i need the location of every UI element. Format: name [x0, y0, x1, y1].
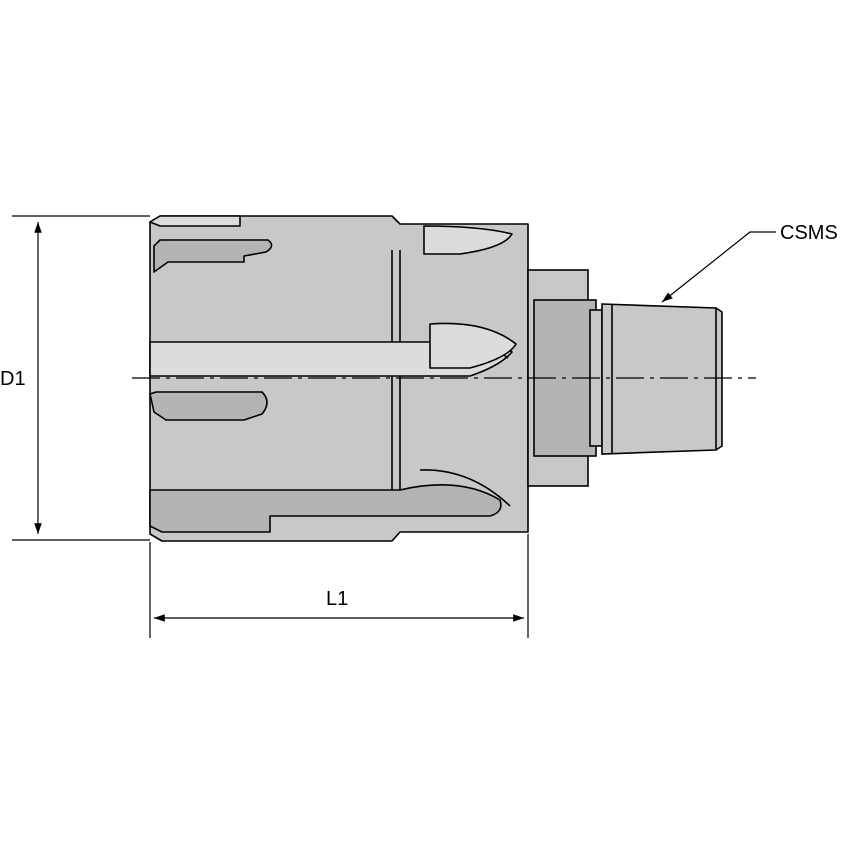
shoulder-line: [391, 250, 401, 510]
cutter-body: [149, 215, 529, 542]
shank-cone: [601, 303, 723, 455]
csms-label: CSMS: [780, 222, 838, 244]
flute-tip-upper: [423, 225, 513, 255]
d1-dimension: [12, 215, 150, 541]
csms-shank: [601, 303, 723, 455]
d1-label: D1: [0, 368, 26, 390]
flute-groove-4: [149, 484, 502, 533]
cutter-body-outline: [149, 215, 529, 542]
flute-groove-1-top-edge: [149, 215, 241, 227]
flute-groove-4-inner: [419, 469, 511, 507]
csms-leader: [661, 231, 776, 303]
flute-groove-1: [153, 239, 273, 273]
flute-pocket-upper: [429, 322, 517, 369]
flute-groove-3: [149, 391, 268, 421]
l1-label: L1: [326, 588, 348, 610]
l1-dimension: [149, 534, 529, 638]
csms-leader-line: [661, 231, 776, 303]
